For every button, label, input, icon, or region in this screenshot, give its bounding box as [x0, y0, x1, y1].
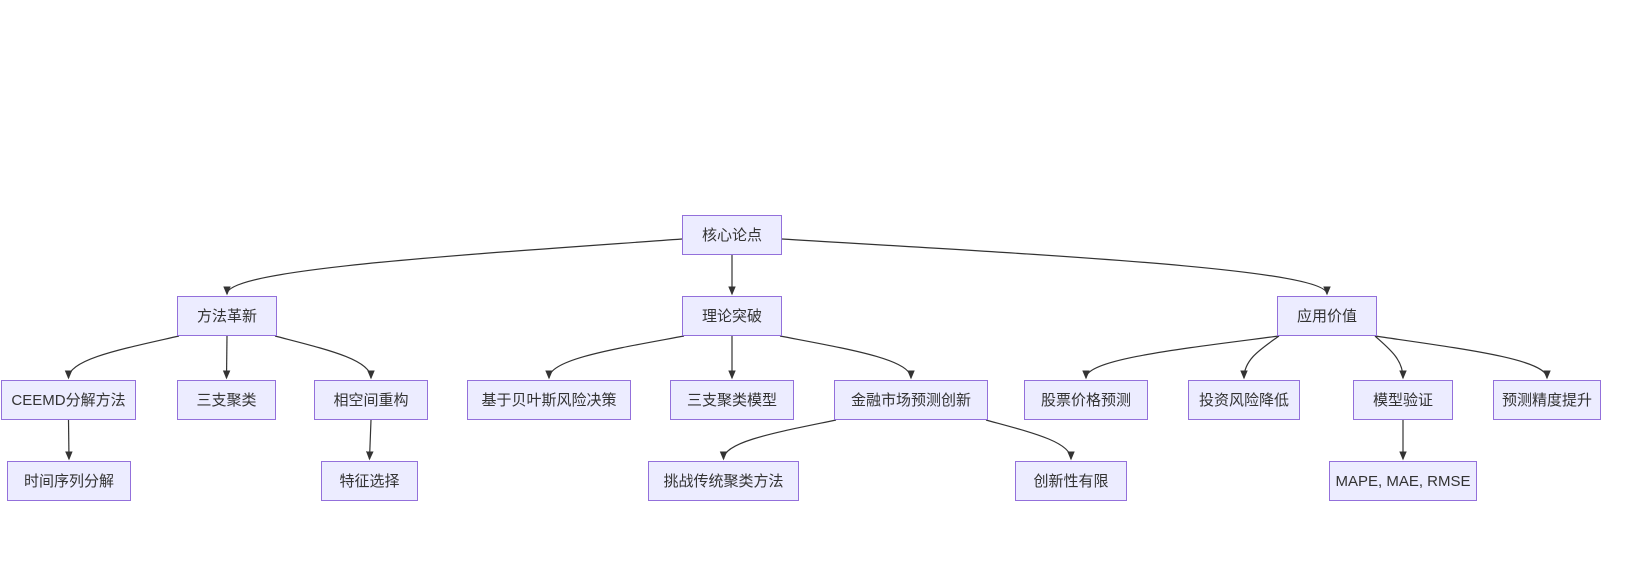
edge-value-to-stock: [1082, 335, 1280, 380]
diagram-node-invest: 投资风险降低: [1188, 380, 1300, 420]
diagram-node-limited: 创新性有限: [1015, 461, 1127, 501]
edge-theory-to-bayes: [545, 335, 685, 380]
edge-value-to-model: [1374, 335, 1407, 380]
edge-method-to-phase: [274, 335, 375, 380]
edge-core-to-value: [781, 238, 1331, 296]
edge-theory-to-finance: [779, 335, 915, 380]
diagram-node-precision: 预测精度提升: [1493, 380, 1601, 420]
diagram-node-challenge: 挑战传统聚类方法: [648, 461, 799, 501]
edge-finance-to-limited: [985, 419, 1075, 461]
edge-value-to-invest: [1240, 335, 1280, 380]
edge-core-to-method: [223, 238, 683, 296]
diagram-node-mape: MAPE, MAE, RMSE: [1329, 461, 1477, 501]
diagram-node-phase: 相空间重构: [314, 380, 428, 420]
diagram-node-stock: 股票价格预测: [1024, 380, 1148, 420]
diagram-node-threemodel: 三支聚类模型: [670, 380, 794, 420]
edge-method-to-threeway: [222, 335, 231, 380]
edge-ceemd-to-timeseries: [65, 419, 73, 461]
diagram-node-model: 模型验证: [1353, 380, 1453, 420]
diagram-node-value: 应用价值: [1277, 296, 1377, 336]
edge-phase-to-feature: [366, 419, 374, 461]
diagram-node-ceemd: CEEMD分解方法: [1, 380, 136, 420]
diagram-node-core: 核心论点: [682, 215, 782, 255]
edge-method-to-ceemd: [64, 335, 180, 380]
edge-finance-to-challenge: [719, 419, 837, 461]
diagram-node-finance: 金融市场预测创新: [834, 380, 988, 420]
edges-group: [64, 238, 1551, 461]
diagram-node-method: 方法革新: [177, 296, 277, 336]
diagram-node-feature: 特征选择: [321, 461, 418, 501]
diagram-node-timeseries: 时间序列分解: [7, 461, 131, 501]
diagram-node-bayes: 基于贝叶斯风险决策: [467, 380, 631, 420]
diagram-node-theory: 理论突破: [682, 296, 782, 336]
diagram-node-threeway: 三支聚类: [177, 380, 276, 420]
edge-value-to-precision: [1374, 335, 1551, 380]
